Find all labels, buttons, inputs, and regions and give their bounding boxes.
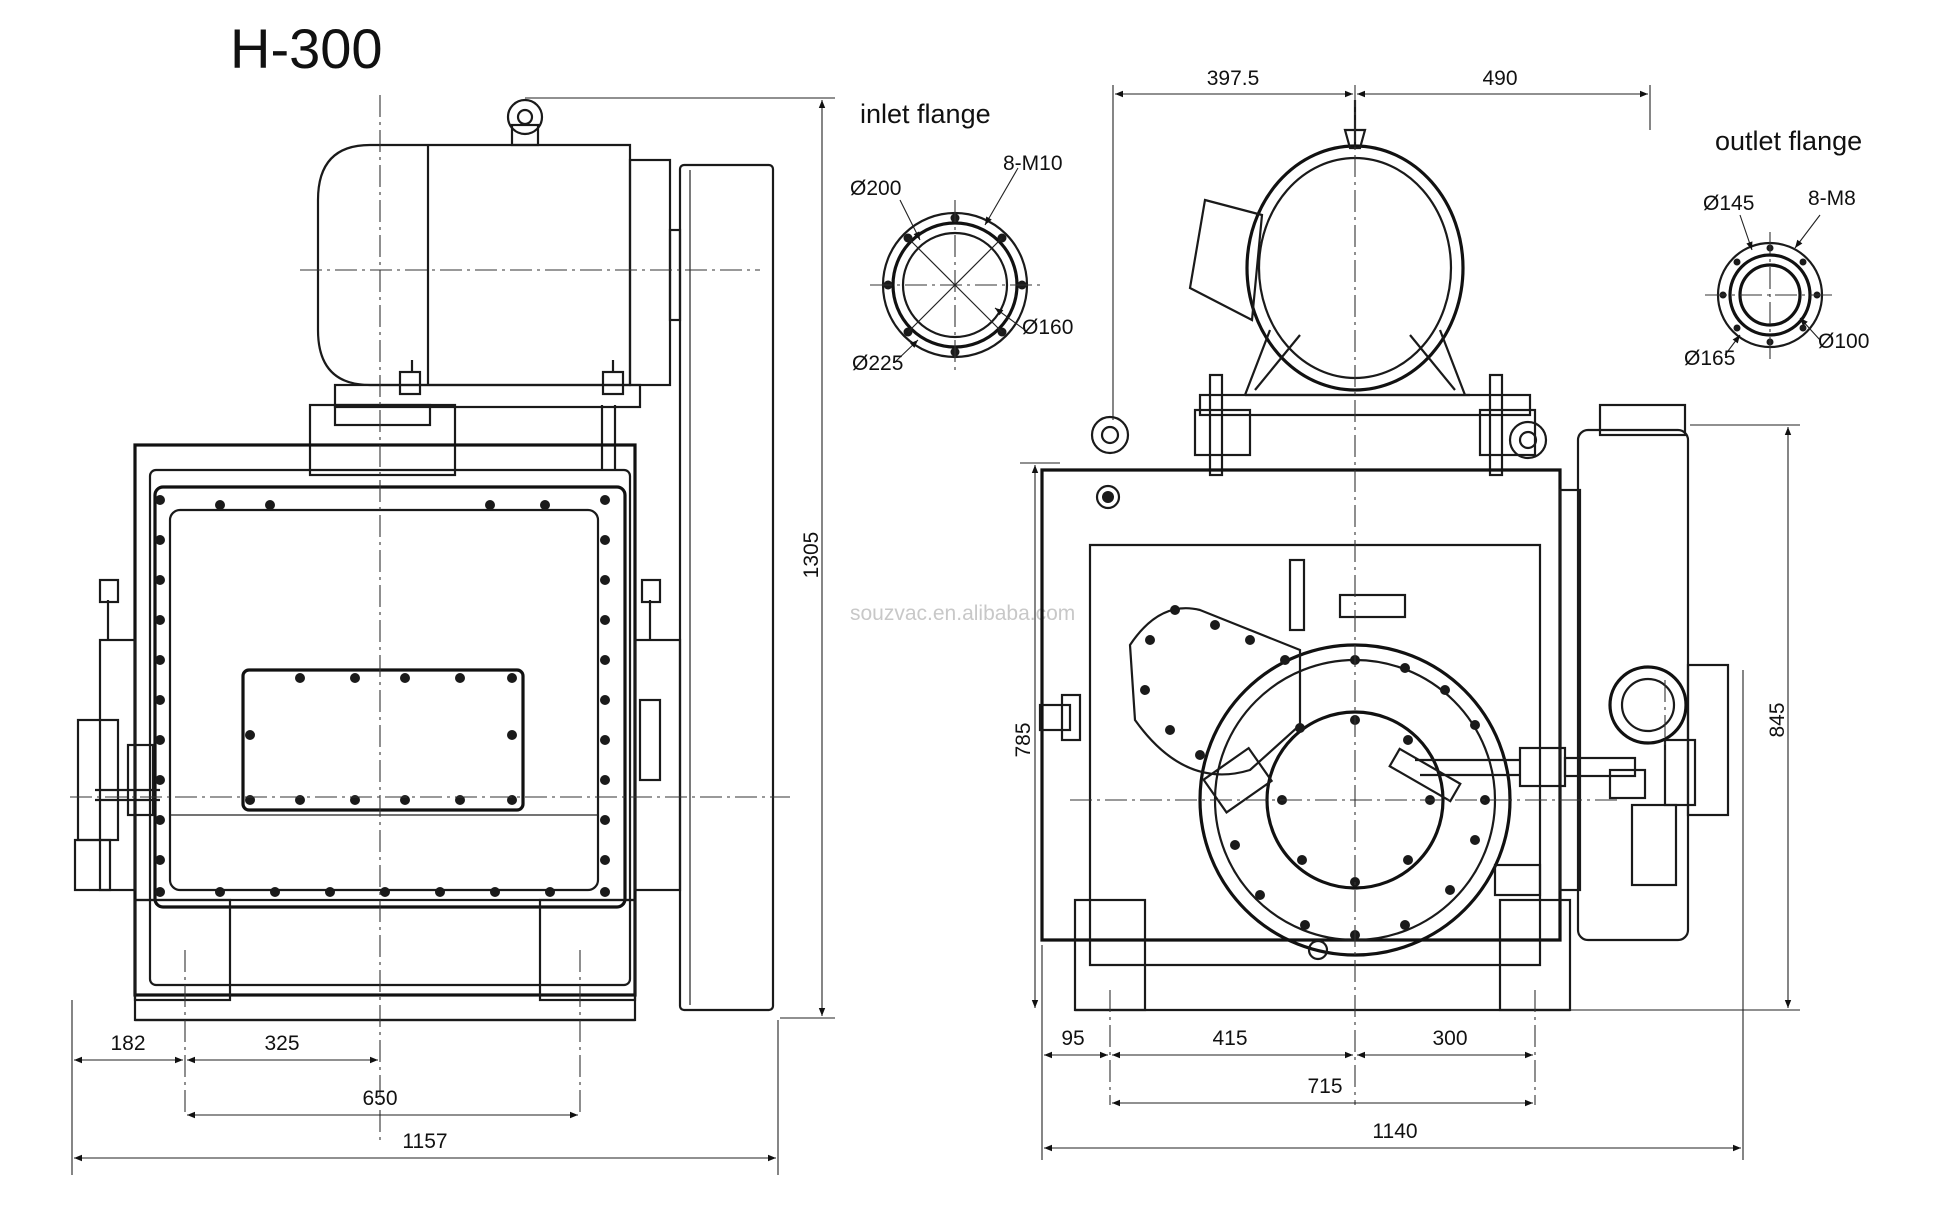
pump-body xyxy=(73,443,682,997)
inlet-flange-detail: inlet flange 8-M10 Ø200 Ø160 Ø225 xyxy=(850,99,1073,375)
dim-325: 325 xyxy=(264,1032,299,1055)
dim-650: 650 xyxy=(362,1087,397,1110)
watermark: souzvac.en.alibaba.com xyxy=(850,602,1075,625)
outlet-bolts: 8-M8 xyxy=(1808,187,1856,210)
inlet-bolts: 8-M10 xyxy=(1003,152,1063,175)
access-plate xyxy=(241,668,525,812)
inlet-outer-diameter: Ø225 xyxy=(852,352,903,375)
motor xyxy=(316,98,682,409)
outlet-flange-label: outlet flange xyxy=(1715,126,1862,156)
dim-715: 715 xyxy=(1307,1075,1342,1098)
dim-1140: 1140 xyxy=(1372,1120,1417,1143)
outlet-bore: Ø100 xyxy=(1818,330,1869,353)
front-view xyxy=(70,95,790,1140)
drawing-title: H-300 xyxy=(230,17,383,80)
side-motor xyxy=(1188,100,1470,397)
side-view xyxy=(1038,85,1730,1105)
dim-415: 415 xyxy=(1212,1027,1247,1050)
base-frame xyxy=(133,898,637,1022)
outlet-flange-detail: outlet flange 8-M8 Ø145 Ø100 Ø165 xyxy=(1684,126,1869,370)
dim-845: 845 xyxy=(1766,702,1789,737)
dim-1157: 1157 xyxy=(402,1130,447,1153)
front-dimensions: 1305 182 325 650 1157 xyxy=(71,97,835,1175)
outlet-bolt-circle: Ø145 xyxy=(1703,192,1754,215)
outlet-outer-diameter: Ø165 xyxy=(1684,347,1735,370)
dim-95: 95 xyxy=(1061,1027,1084,1050)
dim-785: 785 xyxy=(1012,722,1035,757)
drive-plate xyxy=(678,163,775,1012)
dim-300: 300 xyxy=(1432,1027,1467,1050)
dim-182: 182 xyxy=(110,1032,145,1055)
dim-height-1305: 1305 xyxy=(800,532,823,579)
inlet-flange-label: inlet flange xyxy=(860,99,991,129)
side-housing xyxy=(1038,403,1730,1012)
dim-490: 490 xyxy=(1482,67,1517,90)
dim-397-5: 397.5 xyxy=(1207,67,1260,90)
inlet-bore: Ø160 xyxy=(1022,316,1073,339)
side-dimensions: 397.5 490 785 845 95 415 300 715 1140 xyxy=(1012,67,1800,1160)
inlet-bolt-circle: Ø200 xyxy=(850,177,901,200)
